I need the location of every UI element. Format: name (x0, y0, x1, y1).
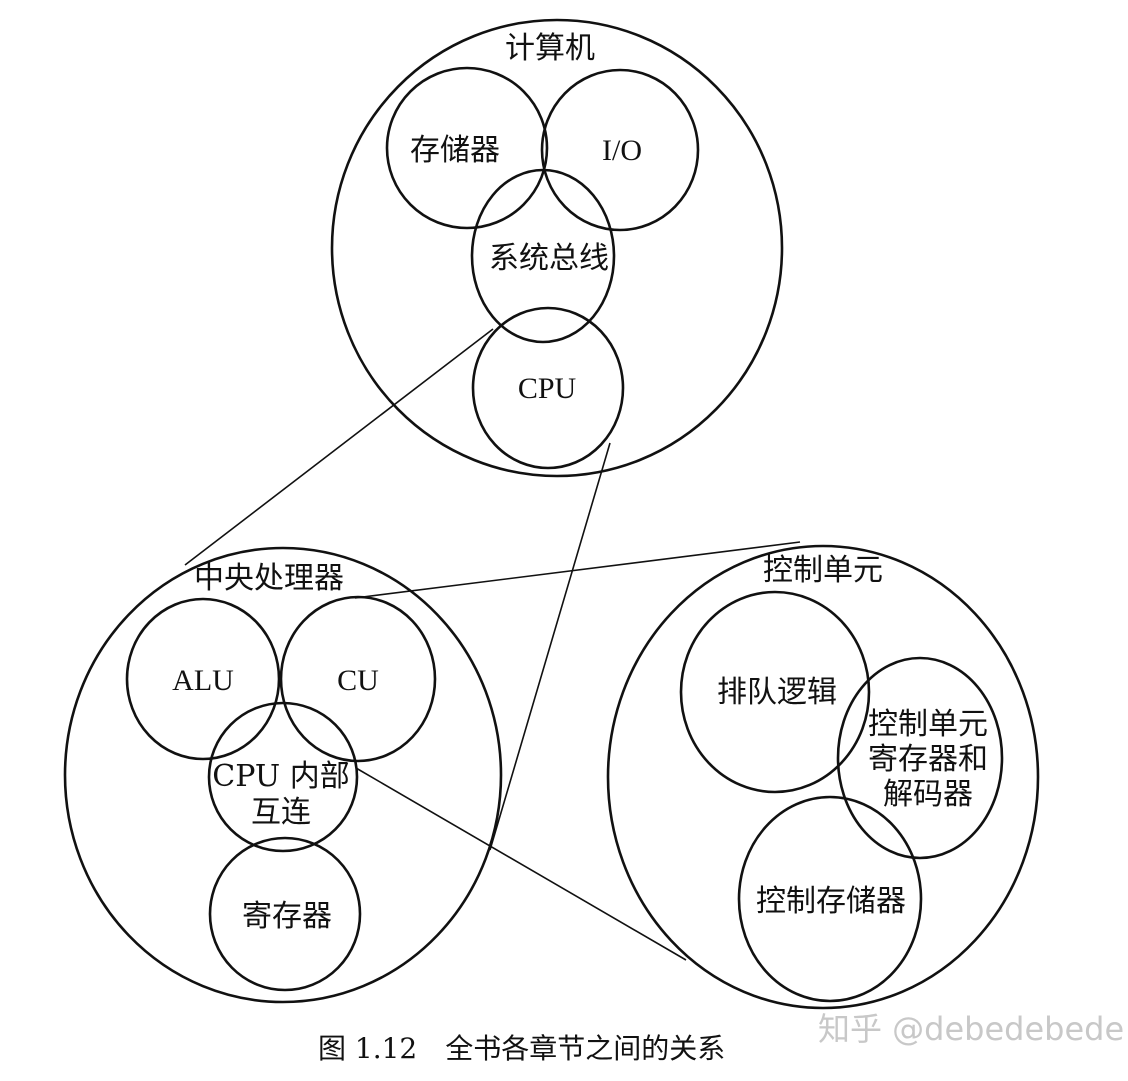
computer-title: 计算机 (505, 31, 595, 66)
io-label: I/O (602, 134, 642, 167)
io-circle (540, 68, 700, 232)
registers-circle (208, 836, 362, 992)
connector-cpu-left (184, 328, 494, 566)
sequencing-logic-label: 排队逻辑 (717, 675, 837, 710)
sequencing-logic-circle (679, 590, 871, 794)
connector-cu-top (354, 541, 801, 599)
interconnect-label-line2: 互连 (251, 795, 311, 830)
alu-circle (125, 597, 281, 761)
control-unit-group: 控制单元 排队逻辑 控制单元 寄存器和 解码器 控制存储器 (606, 544, 1040, 1010)
connector-cpu-right (489, 442, 611, 851)
registers-label: 寄存器 (242, 899, 332, 934)
cpu-label: CPU (518, 372, 577, 405)
control-memory-circle (737, 795, 923, 1003)
connector-lines (184, 328, 801, 961)
control-unit-circle (606, 544, 1040, 1010)
computer-group: 计算机 存储器 I/O 系统总线 CPU (330, 18, 784, 478)
system-bus-label: 系统总线 (489, 241, 609, 276)
alu-label: ALU (172, 664, 234, 697)
cpu-detail-group: 中央处理器 ALU CU CPU 内部 互连 寄存器 (63, 546, 503, 1004)
figure-caption: 图 1.12 全书各章节之间的关系 (318, 1032, 725, 1065)
connector-cu-bottom (355, 767, 687, 961)
cu-registers-label-line2: 寄存器和 (868, 742, 988, 777)
system-bus-circle (470, 168, 616, 344)
control-memory-label: 控制存储器 (756, 884, 906, 919)
cu-registers-label-line1: 控制单元 (868, 707, 988, 742)
interconnect-circle (207, 701, 359, 853)
cpu-circle (471, 306, 625, 470)
memory-circle (385, 66, 549, 230)
watermark: 知乎 @debedebede (818, 1010, 1124, 1048)
cpu-detail-title: 中央处理器 (194, 561, 344, 596)
computer-circle (330, 18, 784, 478)
cu-label: CU (337, 664, 379, 697)
cpu-detail-circle (63, 546, 503, 1004)
memory-label: 存储器 (410, 133, 500, 168)
cu-registers-circle (836, 656, 1004, 860)
control-unit-title: 控制单元 (763, 553, 883, 588)
interconnect-label-line1: CPU 内部 (212, 759, 349, 794)
cu-registers-label-line3: 解码器 (883, 777, 973, 812)
